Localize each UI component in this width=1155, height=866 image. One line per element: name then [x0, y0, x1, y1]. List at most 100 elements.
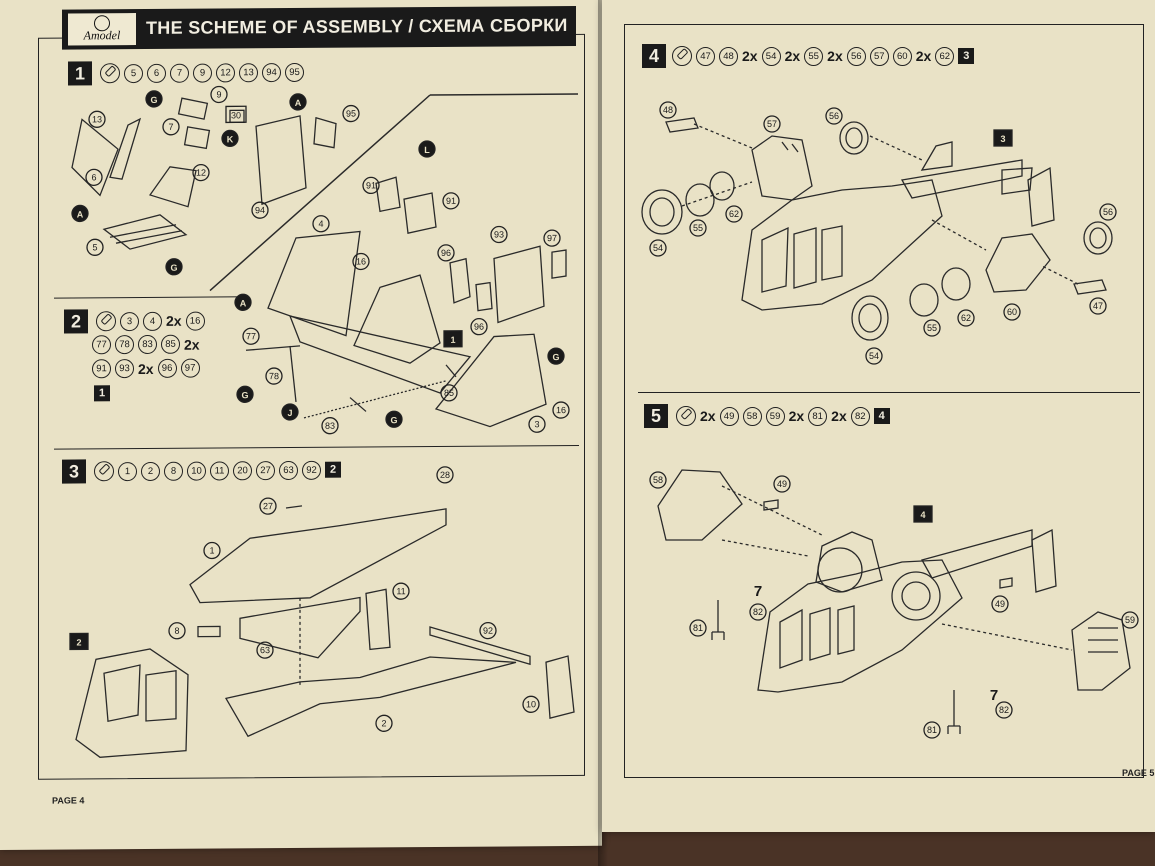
callout-label: 83: [325, 421, 335, 431]
part-badge: 55: [804, 46, 824, 66]
part-badge: 54: [761, 46, 781, 66]
callout-label: 77: [246, 331, 256, 341]
callout-label: 7: [168, 122, 173, 132]
callout-label: 47: [1093, 301, 1103, 311]
step-ref-label: 4: [920, 510, 925, 520]
callout-label: 49: [777, 479, 787, 489]
page-number-left: PAGE 4: [52, 795, 85, 806]
callout-label: 81: [693, 623, 703, 633]
glue-letter: A: [77, 209, 84, 219]
callout-label: 97: [547, 233, 557, 243]
callout-label: 56: [1103, 207, 1113, 217]
part-badge: 62: [935, 46, 955, 66]
quantity-mark: 7: [990, 687, 998, 704]
right-page: 4 47 48 2x 54 2x 55 2x 56 57 60 2x 62 3 …: [602, 0, 1155, 832]
callout-label: 62: [729, 209, 739, 219]
step-ref-label: 1: [450, 335, 455, 345]
callout-label: 11: [396, 586, 405, 596]
step-1-divider: [209, 94, 431, 292]
callout-label: 95: [346, 109, 356, 119]
quantity-label: 2x: [700, 408, 716, 424]
callout-label: 85: [444, 388, 454, 398]
helicopter-intake-assembly: [657, 469, 1131, 734]
callout-label: 54: [869, 351, 879, 361]
step-ref-badge: 3: [958, 48, 975, 64]
step-4-parts: 47 48 2x 54 2x 55 2x 56 57 60 2x 62 3: [672, 46, 975, 66]
callout-label: 4: [318, 219, 323, 229]
left-page: Amodel THE SCHEME OF ASSEMBLY / СХЕМА СБ…: [0, 0, 602, 850]
callout-label: 81: [927, 725, 937, 735]
callout-label: 13: [92, 114, 102, 124]
callout-label: 55: [693, 223, 703, 233]
callout-label: 2: [381, 718, 386, 728]
quantity-label: 2x: [915, 48, 932, 64]
callout-label: 78: [269, 371, 279, 381]
glue-icon: [676, 406, 696, 426]
helicopter-engine-assembly: [641, 117, 1113, 341]
right-diagrams: 48 57 56 54 55 62 56 55 62 60 47 54 3 58…: [641, 101, 1139, 739]
part-badge: 56: [846, 46, 866, 66]
fuselage-floor-parts: [75, 505, 575, 758]
callout-label: 96: [441, 248, 451, 258]
cockpit-interior-parts: [245, 176, 567, 428]
callout-label: 93: [494, 229, 504, 239]
callout-label: 62: [961, 313, 971, 323]
callout-label: 12: [196, 168, 206, 178]
callout-label: 58: [653, 475, 663, 485]
part-badge: 81: [808, 406, 828, 426]
quantity-label: 2x: [788, 408, 805, 424]
step-5-divider: [638, 392, 1140, 393]
callout-label: 96: [474, 322, 484, 332]
glue-letter: A: [240, 298, 247, 308]
page-number-right: PAGE 5: [1122, 768, 1155, 778]
callout-label: 49: [995, 599, 1005, 609]
callout-label: 91: [446, 196, 456, 206]
callout-label: 94: [255, 205, 265, 215]
quantity-label: 2x: [784, 48, 801, 64]
glue-letter: K: [227, 134, 234, 144]
callout-label: 60: [1007, 307, 1017, 317]
step-5-parts: 2x 49 58 59 2x 81 2x 82 4: [676, 406, 890, 426]
step-1-top-rule: [430, 93, 578, 96]
glue-letter: G: [150, 95, 157, 105]
part-badge: 58: [742, 406, 762, 426]
quantity-label: 2x: [831, 408, 847, 424]
right-frame: [624, 24, 1144, 778]
step-5-callouts: 58 49 81 82 49 59 81 82 7 7 4: [649, 471, 1139, 739]
callout-label: 56: [829, 111, 839, 121]
callout-label: 8: [174, 626, 179, 636]
callout-label: 48: [663, 105, 673, 115]
part-badge: 49: [719, 406, 739, 426]
cockpit-bulkhead-parts: [71, 97, 337, 250]
callout-label: 3: [534, 419, 539, 429]
glue-letter: J: [287, 408, 292, 418]
callout-label: 82: [999, 705, 1009, 715]
callout-label: 59: [1125, 615, 1135, 625]
glue-letter: G: [241, 390, 248, 400]
part-badge: 48: [719, 46, 738, 66]
callout-label: 28: [440, 470, 450, 480]
callout-label: 54: [653, 243, 663, 253]
step-ref-badge: 4: [873, 408, 890, 424]
step-4-number: 4: [642, 44, 666, 68]
step-ref-label: 3: [1000, 134, 1005, 144]
step-4-callouts: 48 57 56 54 55 62 56 55 62 60 47 54 3: [649, 101, 1117, 365]
quantity-mark: 7: [754, 583, 762, 600]
step-5-number: 5: [644, 404, 668, 428]
quantity-label: 2x: [742, 48, 758, 64]
part-badge: 82: [850, 406, 870, 426]
callout-label: 1: [209, 546, 214, 556]
callout-label: 10: [526, 699, 536, 709]
callout-label: 30: [231, 110, 241, 120]
callout-label: 82: [753, 607, 763, 617]
step-3-callouts: 28 27 1 8 63 11 92 10 2 2: [69, 466, 540, 732]
step-2-callouts: 4 16 91 91 96 93 97 77 78 83 85 96 3 16 …: [234, 176, 570, 435]
callout-label: 5: [92, 242, 97, 252]
quantity-label: 2x: [827, 48, 843, 64]
glue-icon: [672, 46, 692, 66]
left-diagrams: 13 6 9 7 30 95 12 94 5 G K A L A G 4 16 …: [69, 85, 578, 758]
part-badge: 59: [765, 406, 785, 426]
step-ref-label: 2: [76, 637, 81, 647]
callout-label: 16: [556, 405, 566, 415]
callout-label: 16: [356, 256, 366, 266]
